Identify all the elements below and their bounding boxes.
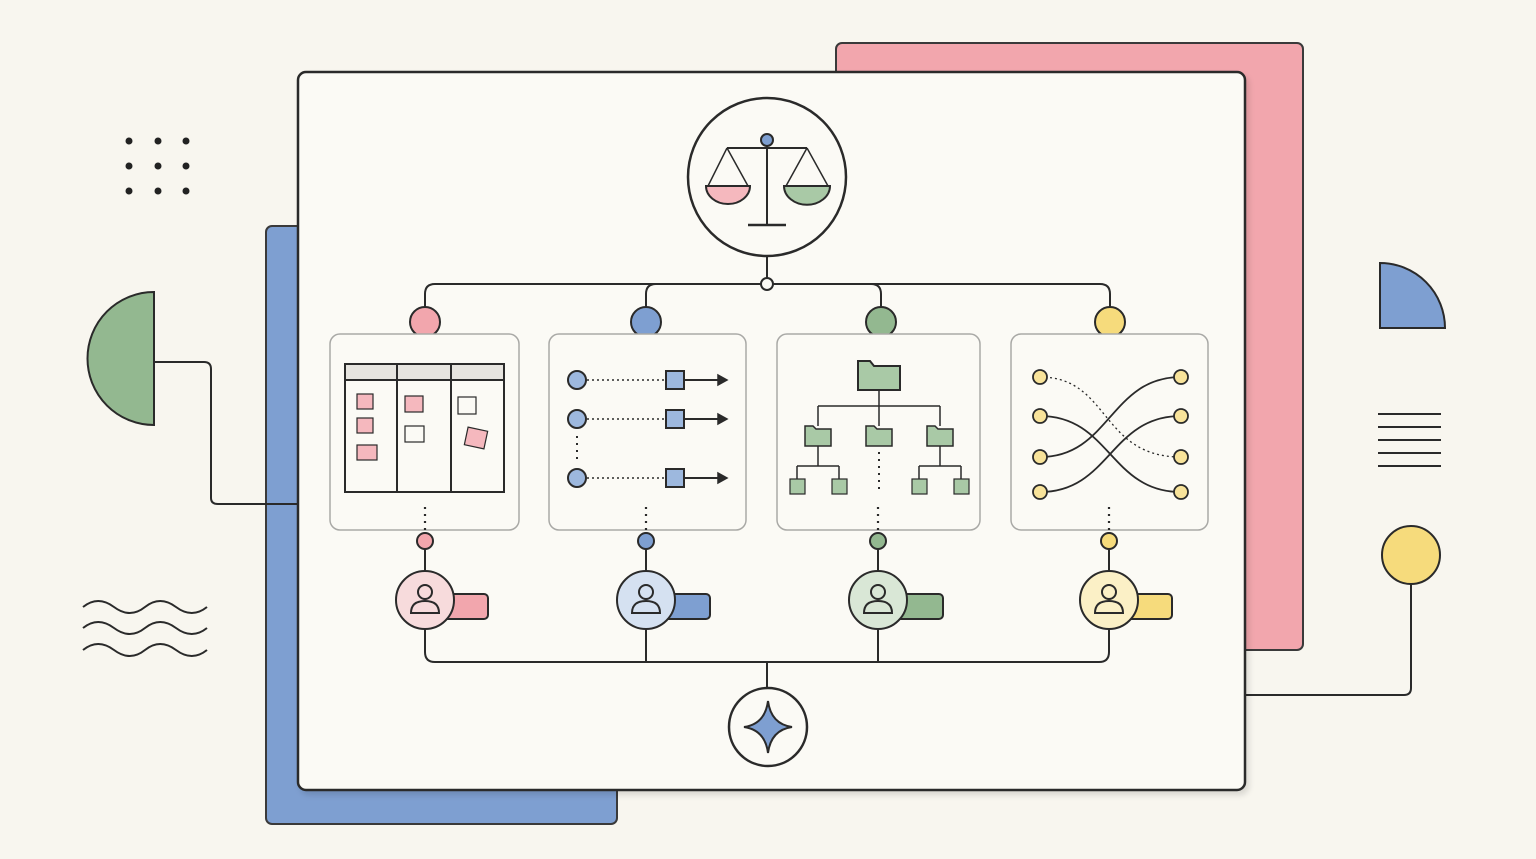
main-card [296,70,1247,792]
branch-node-green [865,306,897,338]
person-badge-yellow [1079,570,1173,630]
person-icon [409,584,441,614]
balance-scale-icon [704,133,832,227]
right-connector-line [1246,584,1412,696]
crossing-connections-icon [1032,369,1189,500]
person-badge-green [848,570,944,630]
kanban-board-icon [344,363,505,493]
bottom-hub [727,686,809,768]
left-connector-line [154,361,300,505]
lower-small-nodes [416,532,1118,571]
bottom-connectors [424,629,1110,688]
panel-pipeline [548,333,747,531]
person-icon [862,584,894,614]
top-hub [686,96,848,258]
top-junction-node [760,277,774,291]
half-circle-icon [86,290,155,427]
person-badge-blue [616,570,711,630]
parallel-pipeline-icon [567,370,729,488]
branch-node-pink [409,306,441,338]
circle-node-icon [1381,525,1441,585]
person-icon [1093,584,1125,614]
dot-grid-icon [125,137,190,195]
horizontal-lines-icon [1378,413,1441,467]
four-point-star-icon [743,700,793,754]
person-badge-pink [395,570,489,630]
branch-node-blue [630,306,662,338]
branch-node-yellow [1094,306,1126,338]
panel-crossing [1010,333,1209,531]
wave-lines-icon [82,600,208,657]
person-icon [630,584,662,614]
folder-hierarchy-icon [789,360,970,495]
quarter-circle-icon [1379,261,1447,329]
